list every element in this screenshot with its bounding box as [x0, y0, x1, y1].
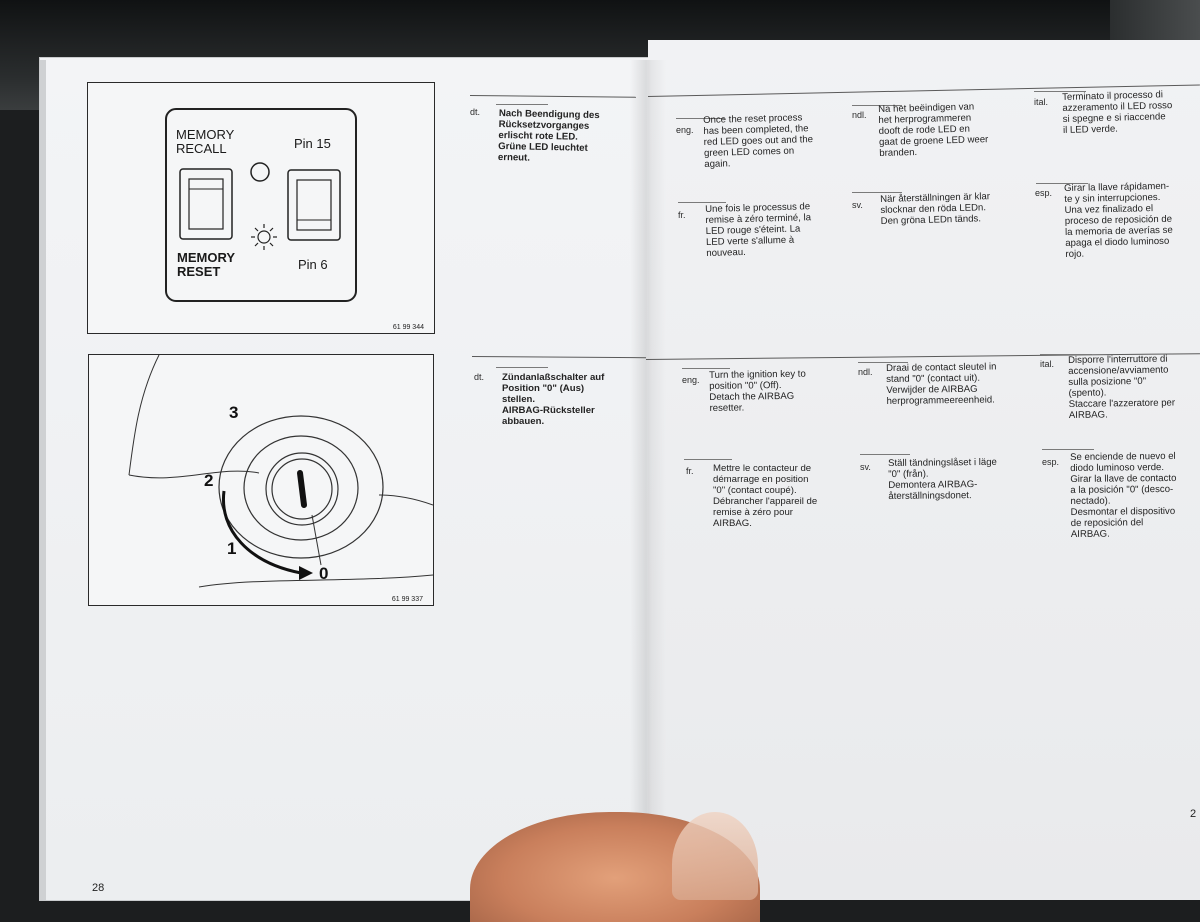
led-indicator-icon	[250, 162, 270, 182]
lang-fr: fr.	[686, 466, 694, 476]
book-gutter	[630, 60, 666, 900]
page-edge	[40, 60, 46, 900]
text-sv-2: Ställ tändningslåset i läge "0" (från). …	[888, 456, 997, 502]
figure-memory-panel: MEMORY RECALL Pin 15 MEMORY RESET Pin 6 …	[87, 82, 435, 334]
led-flash-icon	[251, 224, 277, 250]
figure-code: 61 99 344	[392, 324, 424, 331]
position-1-label: 1	[227, 539, 237, 558]
text-esp-1: Girar la llave rápidamen- te y sin inter…	[1064, 180, 1173, 260]
position-0-label: 0	[319, 564, 329, 583]
figure-code: 61 99 337	[391, 596, 423, 603]
lang-dt: dt.	[474, 372, 485, 382]
lang-eng: eng.	[676, 125, 694, 135]
text-esp-2: Se enciende de nuevo el diodo luminoso v…	[1070, 450, 1177, 540]
lang-ndl: ndl.	[852, 110, 867, 120]
pin15-label: Pin 15	[294, 136, 331, 151]
text-ndl-2: Draai de contact sleutel in stand "0" (c…	[886, 361, 997, 407]
figure-ignition-lock: 3 2 1 0 61 99 337	[88, 354, 434, 606]
pin6-label: Pin 6	[298, 257, 328, 272]
text-fr-1: Une fois le processus de remise à zéro t…	[705, 201, 812, 259]
lang-sv: sv.	[852, 200, 863, 210]
lock-cylinder-icon	[271, 458, 333, 520]
text-eng-1: Once the reset process has been complete…	[703, 112, 814, 170]
lang-ital: ital.	[1040, 359, 1055, 369]
memory-reset-label: MEMORY RESET	[177, 250, 236, 279]
lang-esp: esp.	[1042, 457, 1060, 467]
text-eng-2: Turn the ignition key to position "0" (O…	[709, 368, 806, 414]
lang-dt: dt.	[470, 107, 481, 117]
position-2-label: 2	[204, 471, 214, 490]
text-sv-1: När återställningen är klar slocknar den…	[880, 191, 991, 227]
lang-fr: fr.	[678, 210, 686, 220]
text-ndl-1: Na het beëindigen van het herprogrammere…	[878, 101, 989, 159]
page-number-left: 28	[92, 882, 105, 894]
text-ital-1: Terminato il processo di azzeramento il …	[1062, 89, 1173, 136]
page-number-right: 2	[1190, 808, 1197, 820]
text-ital-2: Disporre l'interruttore di accensione/av…	[1068, 353, 1176, 421]
lang-esp: esp.	[1035, 188, 1053, 198]
lang-eng: eng.	[682, 375, 700, 385]
arrow-head-icon	[299, 566, 313, 580]
reset-button-icon	[287, 169, 341, 241]
lang-ndl: ndl.	[858, 367, 873, 377]
ignition-lock-drawing	[128, 354, 434, 588]
memory-panel-drawing	[165, 108, 357, 302]
recall-button-icon	[179, 168, 233, 240]
key-slot-icon	[297, 470, 307, 508]
lang-ital: ital.	[1034, 97, 1049, 107]
position-3-label: 3	[229, 403, 239, 422]
thumbnail	[672, 812, 758, 900]
text-fr-2: Mettre le contacteur de démarrage en pos…	[713, 463, 818, 529]
lang-sv: sv.	[860, 462, 871, 472]
text-dt-2: Zündanlaßschalter auf Position "0" (Aus)…	[502, 372, 605, 427]
memory-recall-label: MEMORY RECALL	[176, 127, 235, 156]
right-page	[648, 40, 1200, 900]
text-dt-1: Nach Beendigung des Rücksetzvorganges er…	[497, 108, 600, 164]
